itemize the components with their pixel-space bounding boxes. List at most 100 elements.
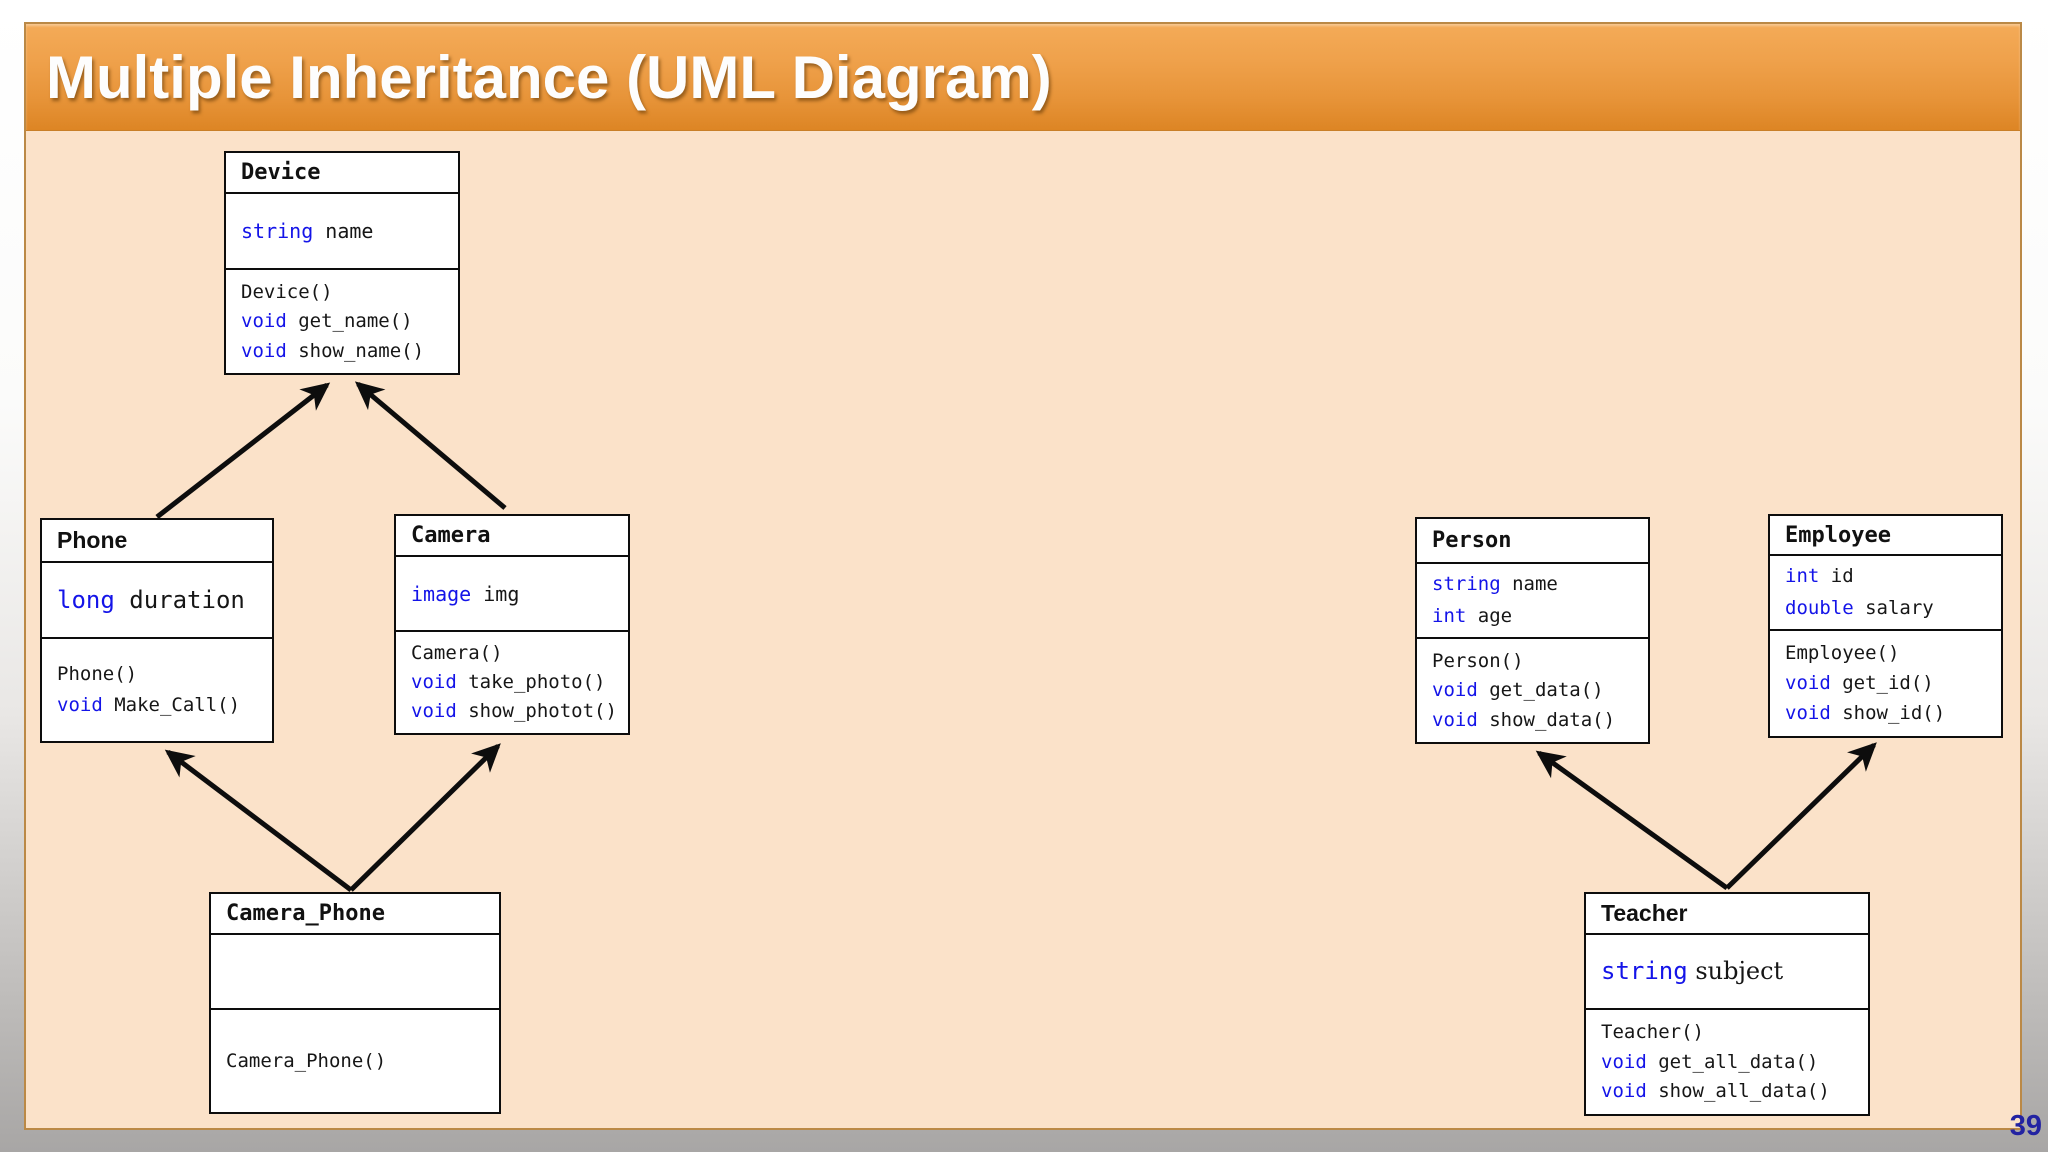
method-name: Person() (1432, 649, 1524, 672)
class-name-label: Camera (411, 523, 491, 548)
attribute-name: img (471, 581, 520, 606)
attribute-name: id (1819, 565, 1854, 588)
type-keyword: void (1785, 702, 1831, 725)
class-box-phone: Phone long duration Phone() void Make_Ca… (40, 518, 274, 743)
type-keyword: long (57, 585, 115, 614)
type-keyword: int (1785, 565, 1820, 588)
attribute-name: subject (1687, 957, 1784, 986)
class-box-employee: Employee int id double salary Employee()… (1768, 514, 2003, 738)
method-name: Employee() (1785, 642, 1900, 665)
method-line: void show_all_data() (1601, 1081, 1868, 1102)
type-keyword: void (1601, 1050, 1647, 1073)
method-line: void get_id() (1785, 673, 2001, 694)
type-keyword: void (1785, 672, 1831, 695)
method-name: Camera_Phone() (226, 1049, 387, 1072)
methods-section-employee: Employee() void get_id() void show_id() (1770, 631, 2001, 736)
class-name-label: Camera_Phone (226, 901, 385, 926)
attribute-line: string subject (1601, 958, 1868, 984)
method-line: void show_photot() (411, 701, 628, 722)
method-line: void show_data() (1432, 708, 1648, 731)
method-name: Phone() (57, 662, 138, 685)
type-keyword: void (1432, 679, 1478, 702)
method-line: void take_photo() (411, 672, 628, 693)
slide: Multiple Inheritance (UML Diagram) Devic… (24, 22, 2042, 1142)
type-keyword: void (411, 671, 457, 694)
method-name: Camera() (411, 642, 503, 665)
attribute-line: long duration (57, 587, 272, 613)
class-name-device: Device (226, 153, 458, 194)
attributes-section-person: string name int age (1417, 564, 1648, 639)
method-line: Person() (1432, 649, 1648, 672)
method-name: get_all_data() (1646, 1050, 1819, 1073)
method-line: Phone() (57, 662, 272, 685)
method-line: Employee() (1785, 643, 2001, 664)
class-name-camera: Camera (396, 516, 628, 557)
method-name: Teacher() (1601, 1020, 1704, 1043)
class-name-label: Person (1432, 528, 1512, 553)
method-name: Device() (241, 280, 333, 303)
attribute-name: name (1500, 573, 1558, 596)
type-keyword: void (411, 700, 457, 723)
class-name-employee: Employee (1770, 516, 2001, 556)
methods-section-teacher: Teacher() void get_all_data() void show_… (1586, 1010, 1868, 1114)
type-keyword: void (241, 339, 287, 362)
type-keyword: void (241, 310, 287, 333)
attributes-section-teacher: string subject (1586, 935, 1868, 1010)
method-name: show_id() (1830, 702, 1946, 725)
method-name: get_id() (1830, 672, 1934, 695)
class-name-camera-phone: Camera_Phone (211, 894, 499, 935)
type-keyword: void (1601, 1080, 1647, 1103)
attribute-line: image img (411, 583, 628, 605)
attribute-line: string name (241, 220, 458, 242)
attributes-section-camera-phone (211, 935, 499, 1010)
method-name: show_all_data() (1646, 1080, 1830, 1103)
class-name-phone: Phone (42, 520, 272, 563)
type-keyword: string (1432, 573, 1501, 596)
method-line: void show_id() (1785, 703, 2001, 724)
class-name-label: Teacher (1601, 900, 1688, 926)
method-name: Make_Call() (102, 694, 241, 717)
method-line: Camera() (411, 643, 628, 664)
class-box-teacher: Teacher string subject Teacher() void ge… (1584, 892, 1870, 1116)
method-line: Camera_Phone() (226, 1049, 499, 1072)
class-box-camera-phone: Camera_Phone Camera_Phone() (209, 892, 501, 1114)
class-box-device: Device string name Device() void get_nam… (224, 151, 460, 375)
type-keyword: void (57, 694, 103, 717)
type-keyword: double (1785, 596, 1854, 619)
method-name: take_photo() (456, 671, 606, 694)
type-keyword: string (241, 219, 314, 243)
method-name: get_name() (286, 310, 413, 333)
method-line: void get_name() (241, 311, 458, 332)
type-keyword: image (411, 581, 472, 606)
class-name-label: Employee (1785, 522, 1891, 548)
methods-section-camera: Camera() void take_photo() void show_pho… (396, 632, 628, 733)
type-keyword: string (1601, 957, 1688, 986)
method-name: get_data() (1477, 679, 1604, 702)
attribute-name: age (1466, 604, 1513, 627)
method-name: show_data() (1477, 708, 1616, 731)
method-line: void Make_Call() (57, 695, 272, 716)
attribute-name: salary (1853, 596, 1934, 619)
type-keyword: void (1432, 708, 1478, 731)
class-box-person: Person string name int age Person() void… (1415, 517, 1650, 744)
attributes-section-phone: long duration (42, 563, 272, 639)
class-name-person: Person (1417, 519, 1648, 564)
methods-section-person: Person() void get_data() void show_data(… (1417, 639, 1648, 742)
attribute-line: string name (1432, 574, 1648, 595)
attribute-line: int id (1785, 566, 2001, 587)
attributes-section-device: string name (226, 194, 458, 270)
attributes-section-camera: image img (396, 557, 628, 632)
slide-title: Multiple Inheritance (UML Diagram) (46, 43, 1052, 111)
methods-section-device: Device() void get_name() void show_name(… (226, 270, 458, 373)
attribute-line: double salary (1785, 596, 2001, 619)
method-name: show_photot() (456, 700, 617, 723)
methods-section-phone: Phone() void Make_Call() (42, 639, 272, 741)
method-line: void get_data() (1432, 680, 1648, 701)
class-box-camera: Camera image img Camera() void take_phot… (394, 514, 630, 735)
attribute-line: int age (1432, 604, 1648, 627)
method-line: void get_all_data() (1601, 1050, 1868, 1073)
class-name-label: Phone (57, 527, 128, 553)
attributes-section-employee: int id double salary (1770, 556, 2001, 631)
class-name-teacher: Teacher (1586, 894, 1868, 935)
